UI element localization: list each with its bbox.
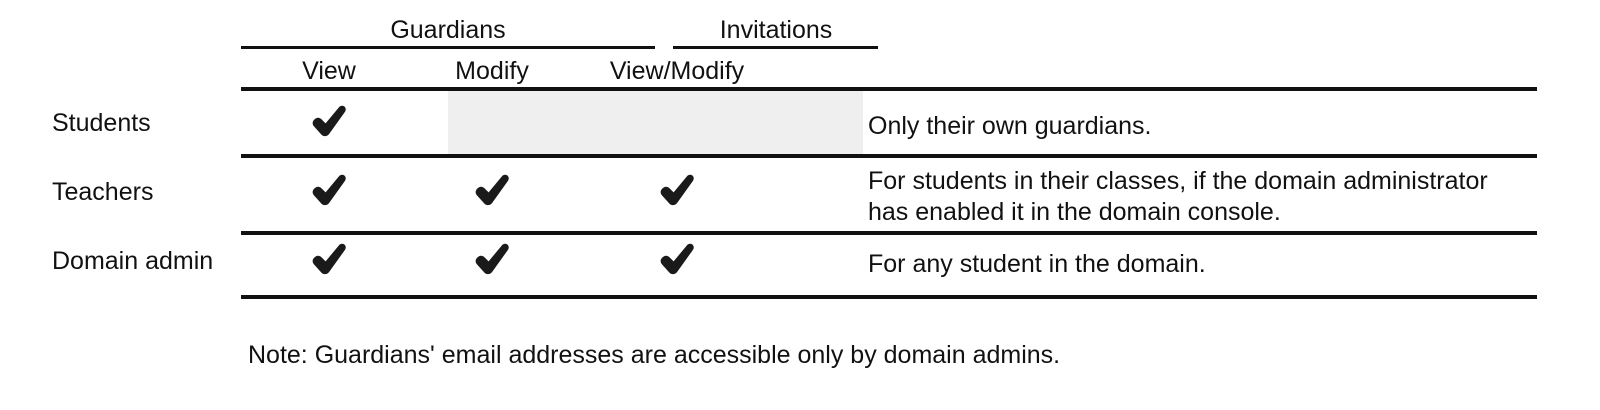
row-description-teachers: For students in their classes, if the do…: [868, 167, 1488, 226]
column-header-view-modify: View/Modify: [609, 57, 745, 85]
row-label-teachers: Teachers: [52, 178, 154, 206]
table-rule-bottom: [241, 295, 1537, 299]
group-header-invitations: Invitations: [719, 16, 833, 44]
group-rule-invitations: [673, 46, 878, 49]
row-description-students: Only their own guardians.: [868, 112, 1152, 140]
column-header-view: View: [302, 57, 356, 85]
row-label-students: Students: [52, 109, 151, 137]
table-rule-top: [241, 87, 1537, 91]
group-rule-guardians: [241, 46, 655, 49]
check-icon: [307, 100, 351, 144]
column-header-modify: Modify: [455, 57, 529, 85]
check-icon: [655, 238, 699, 282]
row-description-domain-admin: For any student in the domain.: [868, 250, 1206, 278]
check-icon: [470, 238, 514, 282]
table-rule-after-students: [241, 154, 1537, 158]
check-icon: [470, 169, 514, 213]
row-label-domain-admin: Domain admin: [52, 247, 214, 275]
check-icon: [307, 169, 351, 213]
table-rule-after-teachers: [241, 231, 1537, 235]
table-note: Note: Guardians' email addresses are acc…: [248, 341, 1061, 369]
cell-not-applicable-students: [448, 91, 863, 155]
group-header-guardians: Guardians: [390, 16, 506, 44]
check-icon: [307, 238, 351, 282]
check-icon: [655, 169, 699, 213]
